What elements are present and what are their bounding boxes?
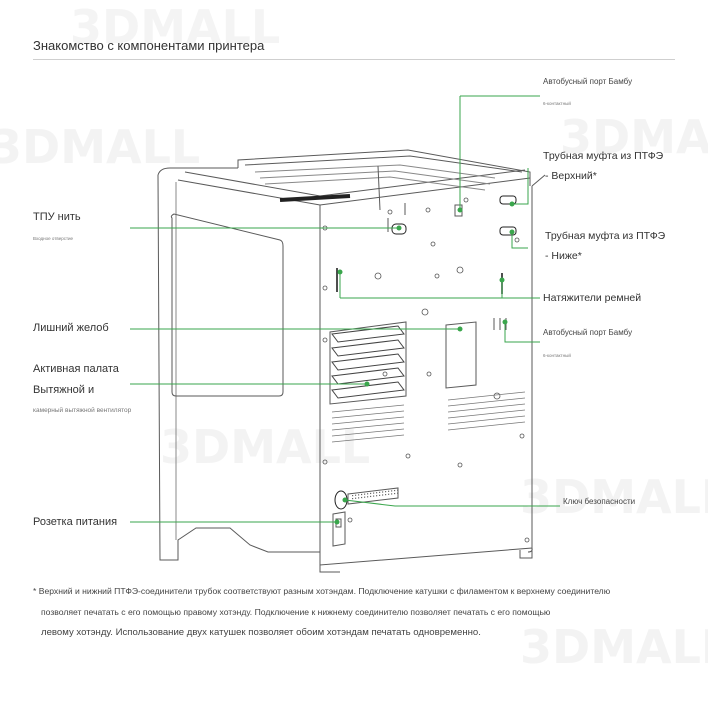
label-belt-tensioners: Натяжители ремней — [543, 292, 642, 304]
vent-hole — [361, 493, 363, 496]
label-tpu-sub: Входное отверстие — [33, 236, 74, 241]
vent-hole — [397, 492, 399, 494]
vent-hole — [358, 497, 360, 499]
vent-hole — [352, 498, 354, 500]
footnote-line-2: позволяет печатать с его помощью правому… — [41, 607, 551, 617]
vent-hole — [394, 489, 396, 492]
label-chute: Лишний желоб — [33, 322, 109, 334]
vent-hole — [397, 489, 399, 491]
footnote-line-1: * Верхний и нижний ПТФЭ-соединители труб… — [33, 586, 611, 596]
label-ptfe-upper: Трубная муфта из ПТФЭ — [543, 150, 664, 162]
label-chamber-line2: Вытяжной и — [33, 384, 95, 396]
watermark: 3DMALL — [160, 420, 371, 474]
label-ptfe-lower-sub: - Ниже* — [545, 250, 582, 262]
vent-hole — [385, 491, 387, 493]
vent-hole — [382, 494, 384, 496]
label-chamber-line1: Активная палата — [33, 363, 119, 375]
label-ptfe-lower: Трубная муфта из ПТФЭ — [545, 230, 666, 242]
vent-hole — [352, 495, 354, 497]
watermark: 3DMALL — [560, 110, 708, 164]
vent-hole — [364, 493, 366, 495]
watermark: 3DMALL — [520, 620, 708, 674]
label-chamber-sub: камерный вытяжной вентилятор — [33, 407, 132, 414]
watermark: 3DMALL — [520, 470, 708, 524]
vent-hole — [373, 492, 375, 494]
label-power-socket: Розетка питания — [33, 516, 118, 528]
vent-hole — [388, 493, 390, 495]
vent-hole — [379, 494, 381, 496]
page-title: Знакомство с компонентами принтера — [33, 38, 265, 53]
vent-hole — [367, 496, 369, 498]
vent-hole — [358, 494, 360, 496]
vent-hole — [385, 494, 387, 496]
vent-hole — [361, 496, 363, 499]
footnote-line-3: левому хотэнду. Использование двух катуш… — [41, 627, 481, 638]
vent-hole — [388, 490, 390, 492]
label-bus-port-top: Автобусный порт Бамбу — [543, 77, 633, 86]
label-safety-key: Ключ безопасности — [563, 497, 636, 506]
vent-hole — [394, 492, 396, 495]
vent-hole — [364, 496, 366, 498]
vent-hole — [367, 493, 369, 495]
vent-hole — [355, 497, 357, 499]
watermark: 3DMALL — [70, 0, 281, 54]
label-tpu: ТПУ нить — [33, 211, 81, 223]
label-bus-port-top-sub: 6-контактный — [543, 101, 571, 106]
label-bus-port-bottom-sub: 6-контактный — [543, 353, 571, 358]
vent-hole — [370, 495, 372, 498]
vent-hole — [382, 491, 384, 493]
vent-hole — [376, 495, 378, 497]
vent-hole — [355, 494, 357, 496]
watermark: 3DMALL — [0, 120, 201, 174]
vent-hole — [391, 490, 393, 492]
vent-hole — [376, 492, 378, 494]
vent-hole — [391, 493, 393, 495]
vent-hole — [370, 492, 372, 495]
vent-hole — [379, 491, 381, 493]
title-divider — [33, 59, 675, 60]
label-bus-port-bottom: Автобусный порт Бамбу — [543, 328, 633, 337]
vent-hole — [373, 495, 375, 497]
label-ptfe-upper-sub: - Верхний* — [545, 170, 597, 182]
